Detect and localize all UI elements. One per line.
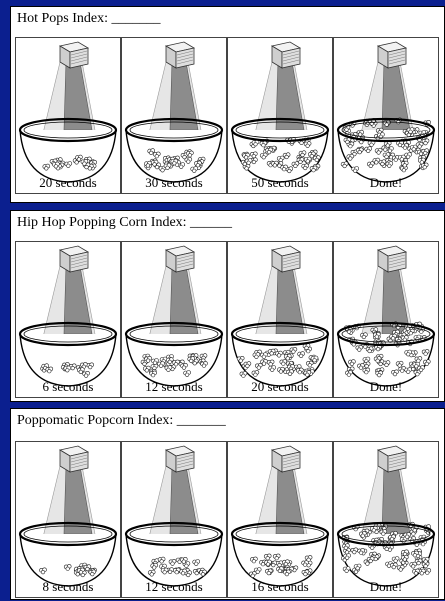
popper-illustration <box>16 38 120 193</box>
machine-front <box>70 48 88 68</box>
time-label: 16 seconds <box>228 579 332 595</box>
time-label: 30 seconds <box>122 175 226 191</box>
popper-illustration <box>228 38 332 193</box>
time-label: 20 seconds <box>228 379 332 395</box>
popper-illustration <box>228 242 332 397</box>
time-label: 8 seconds <box>16 579 120 595</box>
machine-front <box>70 452 88 472</box>
popper-illustration <box>228 442 332 597</box>
machine-front <box>282 452 300 472</box>
bowl-cell: 20 seconds <box>227 241 333 398</box>
bowl-cell: Done! <box>333 241 439 398</box>
time-label: 50 seconds <box>228 175 332 191</box>
popper-illustration <box>122 442 226 597</box>
machine-front <box>282 48 300 68</box>
popper-illustration <box>334 442 438 597</box>
bowl-cell: 8 seconds <box>15 441 121 598</box>
bowl-cell: Done! <box>333 37 439 194</box>
bowl-cell: 6 seconds <box>15 241 121 398</box>
popper-illustration <box>334 38 438 193</box>
panel-hip-hop: Hip Hop Popping Corn Index: ______ 6 sec… <box>10 210 445 402</box>
panel-title: Hot Pops Index: _______ <box>17 11 161 27</box>
time-label: 20 seconds <box>16 175 120 191</box>
popper-illustration <box>16 442 120 597</box>
bowl-cell: 50 seconds <box>227 37 333 194</box>
time-label: Done! <box>334 379 438 395</box>
bowl-cell: 16 seconds <box>227 441 333 598</box>
panel-poppomatic: Poppomatic Popcorn Index: _______ 8 seco… <box>10 408 445 600</box>
popcorn-kernel <box>341 162 348 168</box>
bowl-cell: Done! <box>333 441 439 598</box>
popper-illustration <box>334 242 438 397</box>
time-label: Done! <box>334 175 438 191</box>
popcorn-kernel <box>345 370 352 376</box>
time-label: 12 seconds <box>122 379 226 395</box>
popper-illustration <box>122 242 226 397</box>
bowl-cell: 12 seconds <box>121 241 227 398</box>
panel-title: Poppomatic Popcorn Index: _______ <box>17 413 226 429</box>
popper-illustration <box>16 242 120 397</box>
bowl-cell: 30 seconds <box>121 37 227 194</box>
bowl-cell: 20 seconds <box>15 37 121 194</box>
time-label: 6 seconds <box>16 379 120 395</box>
machine-front <box>176 252 194 272</box>
machine-front <box>388 252 406 272</box>
machine-front <box>388 452 406 472</box>
machine-front <box>70 252 88 272</box>
machine-front <box>282 252 300 272</box>
machine-front <box>388 48 406 68</box>
machine-front <box>176 452 194 472</box>
popcorn-kernel <box>343 567 350 573</box>
machine-front <box>176 48 194 68</box>
panel-title: Hip Hop Popping Corn Index: ______ <box>17 215 232 231</box>
popper-illustration <box>122 38 226 193</box>
panel-hot-pops: Hot Pops Index: _______ 20 seconds 30 se… <box>10 6 445 203</box>
popcorn-kernel <box>240 371 247 377</box>
time-label: 12 seconds <box>122 579 226 595</box>
bowl-cell: 12 seconds <box>121 441 227 598</box>
time-label: Done! <box>334 579 438 595</box>
